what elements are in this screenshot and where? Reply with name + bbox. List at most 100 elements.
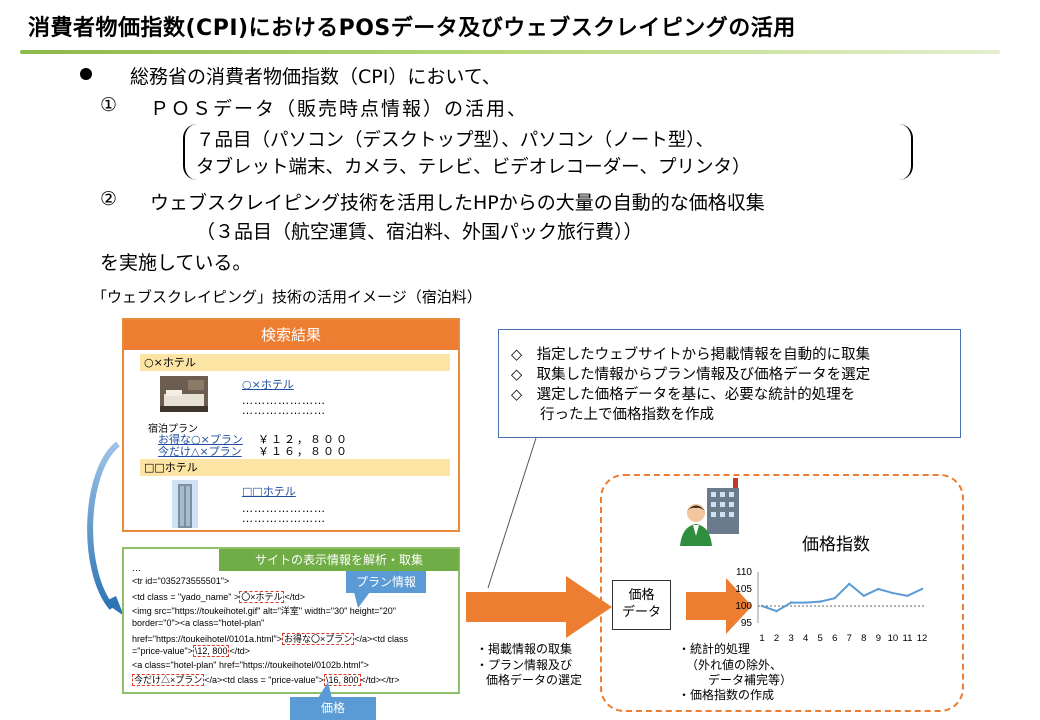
item1-text: ＰＯＳデータ（販売時点情報）の活用、 [150,98,529,120]
hotel2-band: □□ホテル [140,459,450,476]
x-tick-label: 9 [876,633,881,644]
x-tick-label: 10 [888,633,899,644]
plan1-highlight: お得な〇×プラン [282,633,355,645]
price-data-label-1: 価格 [628,588,655,603]
step1-text-2: ・プラン情報及び [476,658,573,672]
code-line: 今だけ△×プラン</a><td class = "price-value">\1… [132,674,400,686]
data-point [891,591,895,595]
step2-text-2: （外れ値の除外、 [686,658,783,672]
item2-number: ② [100,188,118,210]
plan-callout-pointer [354,592,370,608]
hotel1-detail-dots-2: ………………… [242,404,326,417]
bullet-intro: 総務省の消費者物価指数（CPI）において、 [130,66,501,88]
process-info-box: ◇ 指定したウェブサイトから掲載情報を自動的に取集 ◇ 取集した情報からプラン情… [498,329,961,438]
scrape-curved-arrow [87,441,124,616]
price2-highlight: \16, 800 [323,674,361,686]
y-tick-label: 95 [741,618,753,629]
step1-text-3: 価格データの選定 [486,673,583,687]
y-tick-label: 105 [735,584,752,595]
x-tick-label: 2 [774,633,779,644]
x-tick-label: 6 [832,633,837,644]
plan1-link[interactable]: お得な○×プラン [158,433,243,446]
hotel-room-photo [160,376,208,412]
hotel2-detail-dots-2: ………………… [242,512,326,525]
hotel2-detail-dots-1: ………………… [242,502,326,515]
code-line: <tr id="035273555501"> [132,576,230,586]
bullet-marker [80,68,92,80]
hotel1-band: ○×ホテル [140,354,450,371]
code-line: ="price-value">\12, 800</td> [132,645,250,657]
info-item-3: ◇ 選定した価格データを基に、必要な統計的処理を [511,387,856,403]
collect-arrow [466,576,612,638]
plan2-price: ￥１６，８００ [258,445,349,458]
hotel2-link[interactable]: □□ホテル [242,485,296,498]
hotel1-link[interactable]: ○×ホテル [242,378,294,391]
x-tick-label: 1 [759,633,764,644]
data-point [804,601,807,604]
code-line: <td class = "yado_name" >〇×ホテル</td> [132,591,306,603]
item2-detail: （３品目（航空運賃、宿泊料、外国パック旅行費）） [196,221,643,243]
search-results-card: 検索結果 ○×ホテル ○×ホテル ………………… ………………… 宿泊プラン お… [122,318,460,532]
data-point [848,582,851,586]
plan2-highlight: 今だけ△×プラン [132,674,205,686]
person-icon [680,504,712,546]
x-tick-label: 7 [847,633,852,644]
price-data-box: 価格 データ [612,580,671,630]
step2-text-4: ・価格指数の作成 [678,688,775,702]
plan-info-callout: プラン情報 [346,571,426,593]
item1-detail-line2: タブレット端末、カメラ、テレビ、ビデオレコーダー、プリンタ） [196,157,751,178]
diagram-caption: 「ウェブスクレイピング」技術の活用イメージ（宿泊料） [92,288,482,306]
building-icon [707,478,739,534]
data-point [775,609,778,613]
x-tick-label: 8 [861,633,866,644]
plan-label: 宿泊プラン [148,424,198,435]
code-line: <a class="hotel-plan" href="https://touk… [132,660,369,670]
hotel-building-photo [172,480,198,528]
item2-text: ウェブスクレイピング技術を活用したHPからの大量の自動的な価格収集 [150,192,765,214]
item1-number: ① [100,94,118,116]
x-tick-label: 12 [917,633,928,644]
x-tick-label: 4 [803,633,808,644]
parse-header: サイトの表示情報を解析・取集 [219,549,459,571]
item1-bracket [183,124,913,180]
data-point [833,596,836,600]
price1-highlight: \12, 800 [192,645,230,657]
info-item-4: 行った上で価格指数を作成 [511,407,714,423]
step2-text-3: データ補完等） [708,673,793,687]
code-line: <img src="https://toukeihotel.gif" alt="… [132,606,396,616]
y-tick-label: 110 [736,567,752,578]
chart-title: 価格指数 [802,535,870,555]
data-point [760,604,764,608]
step2-text-1: ・統計的処理 [678,642,751,656]
search-results-header: 検索結果 [124,320,458,350]
data-point [920,587,924,591]
code-line: border="0"><a class="hotel-plan" [132,618,265,628]
data-point [877,587,880,591]
x-tick-label: 3 [788,633,793,644]
hotel1-detail-dots-1: ………………… [242,394,326,407]
index-arrow [686,578,752,634]
page-title: 消費者物価指数(CPI)におけるPOSデータ及びウェブスクレイピングの活用 [28,16,796,41]
x-tick-label: 11 [903,633,913,644]
info-item-2: ◇ 取集した情報からプラン情報及び価格データを選定 [511,367,871,383]
hotel-name-highlight: 〇×ホテル [239,591,285,603]
data-point [862,594,866,597]
plan2-link[interactable]: 今だけ△×プラン [158,445,242,458]
data-point [906,594,909,597]
closing-text: を実施している。 [100,252,252,274]
x-tick-label: 5 [818,633,823,644]
y-tick-label: 100 [735,601,752,612]
info-item-1: ◇ 指定したウェブサイトから掲載情報を自動的に取集 [511,347,871,363]
price-callout-pointer [318,682,332,698]
item1-detail-line1: ７品目（パソコン（デスクトップ型）、パソコン（ノート型）、 [196,130,715,151]
code-line: … [132,563,141,573]
plan1-price: ￥１２，８００ [258,433,349,446]
price-callout: 価格 [290,697,376,720]
price-index-line [761,582,923,613]
title-divider [20,50,1000,54]
price-data-label-2: データ [621,605,661,620]
code-line: href="https://toukeihotel/0101a.html">お得… [132,633,409,645]
statistics-region [600,474,964,712]
